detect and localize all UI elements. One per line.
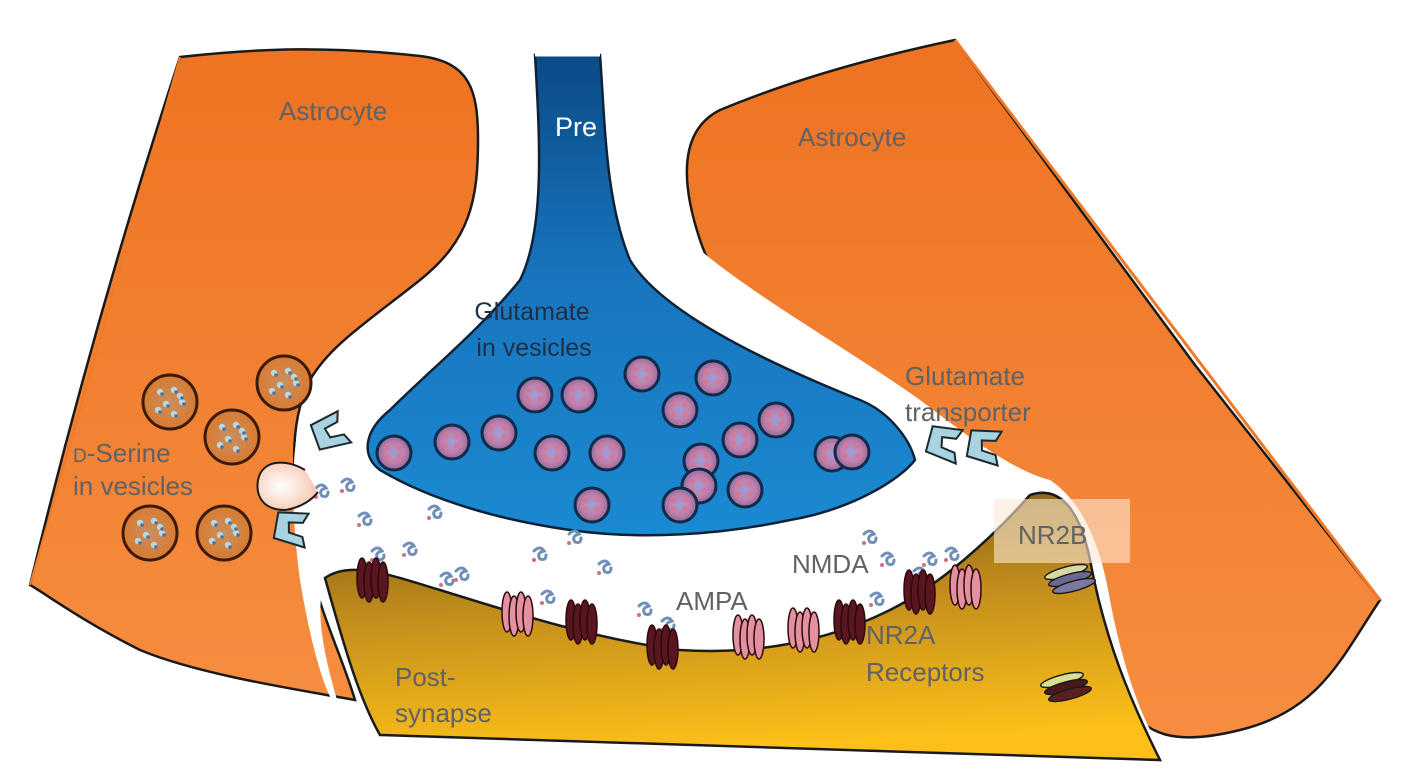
dserine-molecule [637,601,653,617]
glutamate-vesicle [480,414,518,452]
glutamate-vesicles [375,355,871,524]
nmda-receptor [646,624,679,670]
nr2b-label: NR2B [1018,520,1087,550]
glutamate-vesicle [757,401,795,439]
glutamate-vesicle [721,421,759,459]
glutamate-vesicles-label-line2: in vesicles [476,334,591,362]
dserine-molecule [862,529,878,545]
receptors [356,557,1097,703]
nr2a-label: NR2A [866,620,936,650]
glutamate-vesicle [661,391,699,429]
dserine-vesicle [195,504,253,562]
dserine-molecules [275,477,960,632]
glutamate-transporter [924,425,965,466]
dserine-molecule [340,477,356,493]
dserine-release-bud [256,461,319,512]
nr2b-label-box [994,499,1130,563]
dserine-molecule [402,541,418,557]
dserine-rest: -Serine [87,438,171,468]
glutamate-vesicle [560,376,598,414]
glutamate-transporter [309,409,354,451]
dserine-molecule [944,546,960,562]
nmda-label: NMDA [792,549,869,579]
glutamate-vesicle [533,434,571,472]
postsynapse-label-line1: Post- [395,662,456,692]
glutamate-vesicle [623,355,661,393]
glutamate-vesicle [375,434,413,472]
glutamate-vesicle [588,434,626,472]
dserine-molecule [540,589,556,605]
nr2b-receptor [1043,563,1097,595]
dserine-molecule [922,551,938,567]
nmda-receptor [833,599,866,645]
ampa-receptor [732,614,765,660]
dserine-vesicle [255,354,313,412]
glutamate-transporters [272,409,1004,549]
glutamate-vesicle [726,471,764,509]
postsynapse [323,491,1163,762]
dserine-vesicle [141,373,199,431]
nmda-receptor [565,599,598,645]
dserine-label-line1: D-Serine [73,438,171,468]
glutamate-vesicle [682,442,720,480]
receptors-label: Receptors [866,657,985,687]
nmda-receptor [903,569,936,615]
astrocyte-right-label: Astrocyte [798,122,906,152]
dserine-molecule [869,591,885,607]
glutamate-vesicle [433,423,471,461]
astrocyte-left-label: Astrocyte [279,96,387,126]
nmda-receptor [356,557,389,603]
dserine-label-line2: in vesicles [73,471,193,501]
glutamate-vesicle [661,486,699,524]
ampa-receptor [787,607,820,653]
glutamate-vesicle [516,376,554,414]
glutamate-vesicle [694,359,732,397]
ampa-label: AMPA [676,586,748,616]
ampa-receptor [501,591,534,637]
dserine-molecule [597,559,613,575]
dserine-vesicle [203,408,261,466]
glutamate-transporter [965,429,1004,467]
glutamate-transporter-label-line2: transporter [905,397,1031,427]
pre-label: Pre [555,112,597,142]
ampa-receptor [949,564,982,610]
dserine-molecule [439,571,455,587]
dserine-molecule [532,546,548,562]
glutamate-transporter [272,511,311,549]
dserine-vesicles [121,354,313,562]
dserine-molecule [454,566,470,582]
dserine-molecule [567,529,583,545]
glutamate-vesicles-label-line1: Glutamate [474,298,589,326]
glutamate-transporter-label-line1: Glutamate [905,361,1025,391]
glutamate-vesicle [573,486,611,524]
nr2b-lower-receptor [1039,671,1093,703]
dserine-prefix: D [73,446,87,467]
postsynapse-label-line2: synapse [395,698,492,728]
dserine-molecule [427,504,443,520]
dserine-molecule [357,511,373,527]
glutamate-vesicle [833,433,871,471]
dserine-vesicle [121,504,179,562]
dserine-molecule [880,551,896,567]
